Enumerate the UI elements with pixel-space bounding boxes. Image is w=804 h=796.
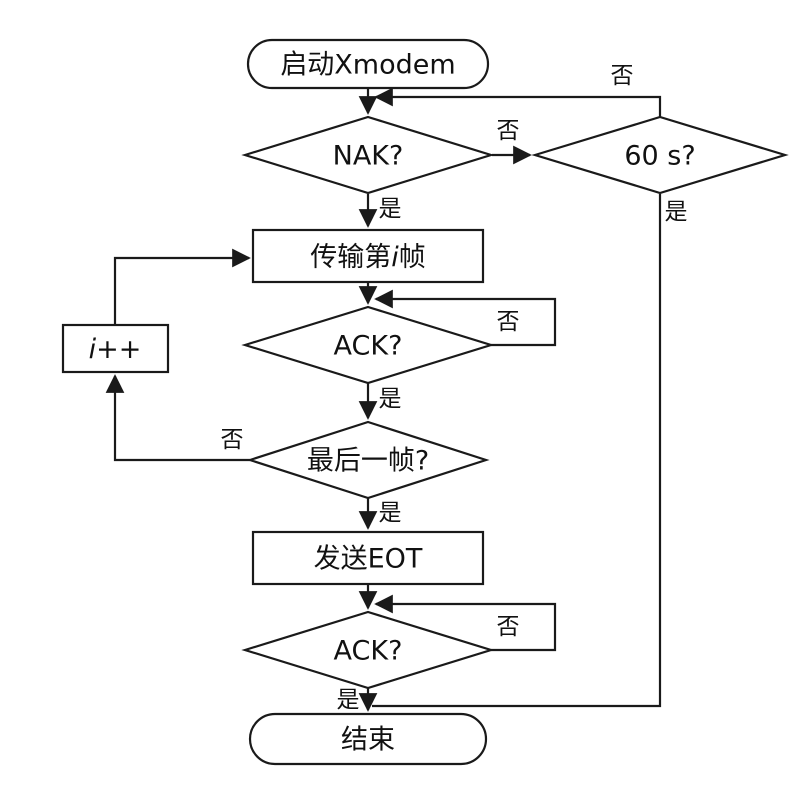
- send-eot-box: [251, 530, 485, 586]
- label-nak-yes: 是: [379, 196, 402, 222]
- label-timeout-yes: 是: [665, 199, 688, 225]
- label-ack1-no: 否: [497, 309, 520, 335]
- edge-ack2-no-loop: [374, 594, 557, 652]
- end-node: [248, 712, 488, 766]
- transmit-frame-box: [251, 228, 485, 284]
- ack1-diamond: [241, 305, 495, 385]
- send-eot-label: 发送EOT: [314, 544, 423, 575]
- label-nak-no: 否: [497, 118, 520, 144]
- increment-box: [61, 323, 170, 374]
- label-ack2-no: 否: [497, 614, 520, 640]
- end-node-label: 结束: [341, 725, 395, 756]
- ack2-diamond-label: ACK?: [334, 636, 403, 667]
- label-ack1-yes: 是: [379, 386, 402, 412]
- timeout-diamond: [531, 115, 789, 195]
- label-ack2-yes: 是: [337, 687, 360, 713]
- last-frame-diamond-label: 最后一帧?: [307, 446, 429, 477]
- start-node-label: 启动Xmodem: [280, 50, 455, 81]
- last-frame-diamond: [246, 420, 490, 500]
- label-timeout-no: 否: [611, 63, 634, 89]
- label-last-frame-yes: 是: [379, 500, 402, 526]
- timeout-diamond-label: 60 s?: [624, 141, 695, 172]
- ack1-diamond-label: ACK?: [334, 331, 403, 362]
- edge-timeout-yes-to-end: [372, 194, 662, 708]
- edge-lastframe-no-to-increment: [105, 374, 250, 462]
- edge-timeout-no-return: [374, 87, 662, 118]
- label-last-frame-no: 否: [221, 427, 244, 453]
- nak-diamond: [241, 115, 495, 195]
- nak-diamond-label: NAK?: [333, 141, 404, 172]
- edge-increment-to-transmit: [113, 248, 251, 325]
- increment-label: i++: [89, 334, 142, 365]
- transmit-frame-label: 传输第i帧: [310, 242, 426, 273]
- start-node: [246, 38, 490, 90]
- edge-ack1-no-loop: [374, 289, 557, 347]
- ack2-diamond: [241, 610, 495, 690]
